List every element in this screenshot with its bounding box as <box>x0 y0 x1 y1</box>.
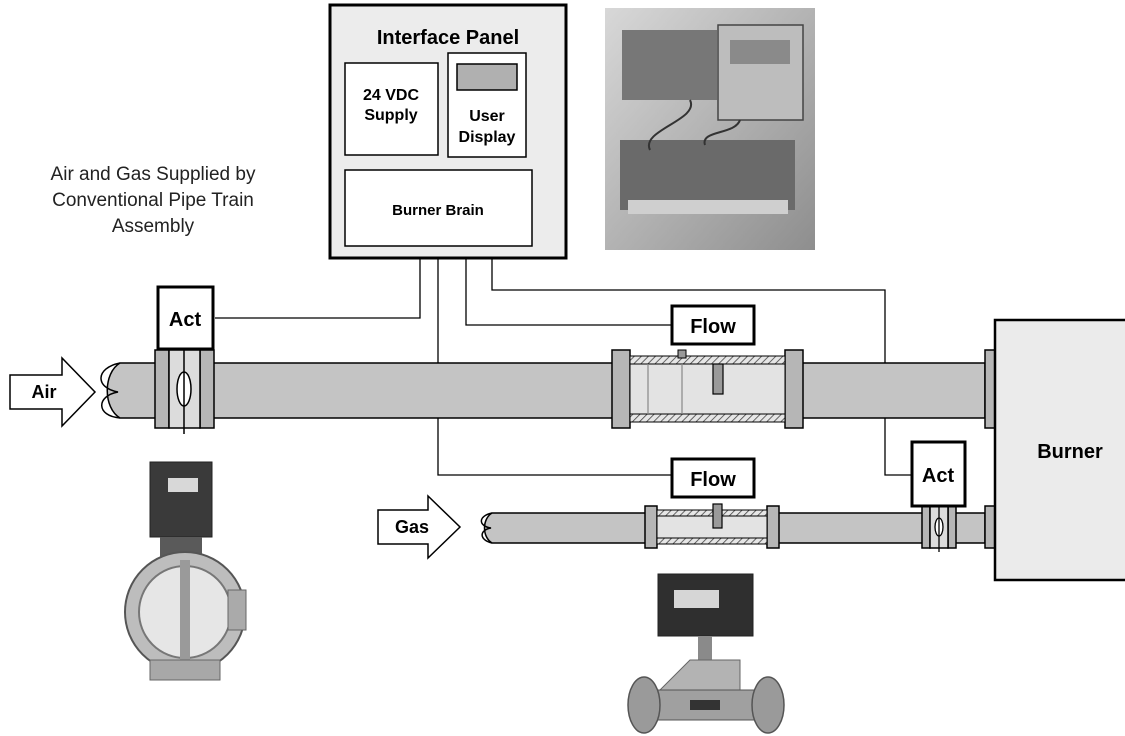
air-inlet-arrow: Air <box>9 356 97 428</box>
gas-flow-label: Flow <box>690 469 736 491</box>
air-actuator-label: Act <box>169 309 202 331</box>
signal-wires <box>215 258 912 476</box>
power-supply-label-1: 24 VDC <box>363 87 419 104</box>
burner-brain-label: Burner Brain <box>392 202 484 219</box>
gas-burner-flange <box>984 505 996 549</box>
wire-gas-actuator <box>491 258 912 476</box>
wire-gas-flow <box>437 258 672 476</box>
burner-box: Burner <box>993 318 1125 582</box>
gas-flow-transmitter: Flow <box>670 457 756 499</box>
air-actuator: Act <box>156 285 215 351</box>
wire-air-actuator <box>215 258 421 319</box>
caption-line-1: Air and Gas Supplied by <box>51 164 256 185</box>
display-screen-icon <box>456 63 518 91</box>
gas-label: Gas <box>395 517 429 537</box>
wire-air-flow <box>465 258 672 326</box>
caption-line-3: Assembly <box>112 216 195 237</box>
burner-brain-box: Burner Brain <box>344 169 533 247</box>
gas-butterfly-valve <box>921 503 957 552</box>
air-flow-transmitter: Flow <box>670 304 756 346</box>
user-display-label-2: Display <box>459 129 516 146</box>
air-butterfly-valve <box>154 344 215 434</box>
air-pipe-train <box>100 344 998 434</box>
panel-title: Interface Panel <box>377 27 519 49</box>
butterfly-valve-photo <box>124 461 247 681</box>
gas-inlet-arrow: Gas <box>377 494 462 560</box>
pipe-train-caption: Air and Gas Supplied by Conventional Pip… <box>51 164 256 237</box>
user-display-box: User Display <box>447 52 527 158</box>
user-display-label-1: User <box>469 108 505 125</box>
panel-photo <box>605 8 815 250</box>
power-supply-box: 24 VDC Supply <box>344 62 439 156</box>
gas-flow-meter-body <box>644 503 780 549</box>
air-flow-label: Flow <box>690 316 736 338</box>
power-supply-label-2: Supply <box>364 107 417 124</box>
gas-actuator: Act <box>910 440 967 508</box>
caption-line-2: Conventional Pipe Train <box>52 190 254 211</box>
flow-meter-photo <box>627 573 785 734</box>
air-label: Air <box>31 382 56 402</box>
interface-panel: Interface Panel 24 VDC Supply User Displ… <box>328 3 568 260</box>
burner-label: Burner <box>1037 441 1103 463</box>
gas-pipe-train <box>480 503 996 552</box>
air-flow-meter-body <box>611 349 804 429</box>
gas-actuator-label: Act <box>922 465 955 487</box>
